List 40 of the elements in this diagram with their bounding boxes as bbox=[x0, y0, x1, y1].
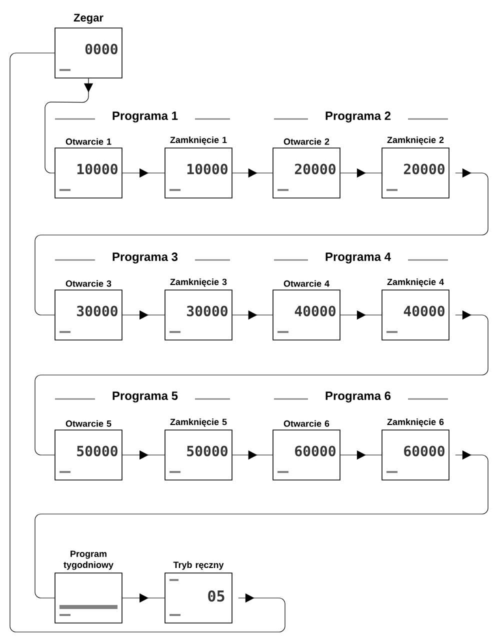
display-heading: Zamknięcie 6 bbox=[387, 418, 444, 427]
section-heading: Programa 1 bbox=[55, 112, 230, 122]
lcd-display: 05 bbox=[164, 572, 232, 624]
lcd-display: 50000 bbox=[164, 430, 232, 480]
arrow bbox=[10, 52, 286, 632]
arrow bbox=[34, 168, 488, 316]
arrow bbox=[34, 310, 488, 456]
lcd-display: 20000 bbox=[382, 148, 450, 198]
arrow bbox=[34, 450, 488, 598]
lcd-display: 10000 bbox=[54, 148, 122, 198]
display-heading: Zamknięcie 5 bbox=[170, 418, 227, 427]
display-heading: Otwarcie 1 bbox=[66, 138, 112, 145]
lcd-display: 20000 bbox=[272, 148, 340, 198]
lcd-display: 0000 bbox=[54, 28, 122, 78]
display-heading: Zamknięcie 3 bbox=[170, 278, 227, 287]
lcd-display: 10000 bbox=[164, 148, 232, 198]
display-heading: Zegar bbox=[74, 14, 104, 24]
section-heading: Programa 6 bbox=[274, 392, 448, 402]
lcd-display: 50000 bbox=[54, 430, 122, 480]
arrow bbox=[44, 78, 94, 174]
display-heading: Otwarcie 6 bbox=[284, 420, 330, 427]
section-heading: Programa 4 bbox=[274, 252, 448, 264]
display-heading: Zamknięcie 4 bbox=[387, 278, 444, 287]
display-heading: Program tygodniowy bbox=[64, 550, 114, 570]
display-heading: Otwarcie 3 bbox=[66, 280, 112, 287]
display-heading: Otwarcie 2 bbox=[284, 138, 330, 145]
lcd-display: 30000 bbox=[164, 290, 232, 340]
lcd-display: 40000 bbox=[382, 290, 450, 340]
display-heading: Tryb ręczny bbox=[173, 561, 224, 570]
section-heading: Programa 3 bbox=[55, 252, 230, 264]
lcd-display: 60000 bbox=[382, 430, 450, 480]
lcd-display: 30000 bbox=[54, 290, 122, 340]
display-heading: Otwarcie 5 bbox=[66, 420, 112, 427]
section-heading: Programa 5 bbox=[55, 392, 230, 402]
display-heading: Zamknięcie 2 bbox=[387, 136, 444, 145]
lcd-display: 40000 bbox=[272, 290, 340, 340]
lcd-display: 60000 bbox=[272, 430, 340, 480]
display-heading: Zamknięcie 1 bbox=[170, 136, 227, 145]
section-heading: Programa 2 bbox=[274, 112, 448, 122]
display-heading: Otwarcie 4 bbox=[284, 280, 330, 287]
